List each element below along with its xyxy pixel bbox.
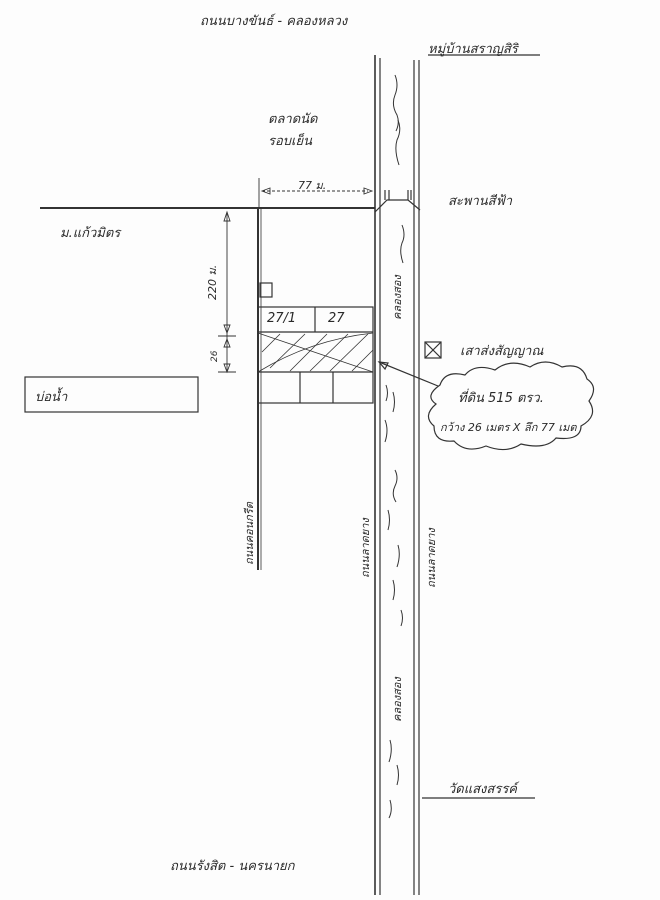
village-label: หมู่บ้านสราญสิริ [428, 42, 518, 57]
tower-label: เสาส่งสัญญาณ [460, 344, 544, 359]
asphalt-road-right-label: ถนนลาดยาง [425, 528, 438, 588]
plot-27: 27 [328, 311, 345, 326]
concrete-road-label: ถนนคอนกรีต [243, 502, 256, 565]
market-label-2: รอบเย็น [268, 134, 312, 149]
small-building-icon [259, 282, 273, 298]
soi-label: ม.แก้วมิตร [60, 226, 121, 241]
asphalt-road-left-label: ถนนลาดยาง [359, 518, 372, 578]
distance-dimension: 220 ม. [206, 264, 219, 300]
frontage-dimension: 77 ม. [298, 179, 327, 192]
canal-label-bottom: คลองสอง [391, 677, 404, 722]
width-dimension: 26 [210, 350, 220, 362]
distance-dimension-line [218, 210, 236, 374]
bottom-road-label: ถนนรังสิต - นครนายก [170, 859, 295, 874]
callout-area: ที่ดิน 515 ตรว. [458, 391, 544, 406]
top-road-label: ถนนบางขันธ์ - คลองหลวง [200, 14, 348, 29]
market-label-1: ตลาดนัด [268, 112, 318, 127]
pond-label: บ่อน้ำ [35, 390, 68, 405]
plot-block [257, 306, 374, 404]
canal [374, 55, 420, 895]
pond-box [24, 376, 199, 413]
water-waves [384, 74, 405, 819]
canal-label-top: คลองสอง [391, 275, 404, 320]
signal-tower-icon [424, 341, 442, 359]
subject-land-hatch [257, 332, 374, 373]
plot-27-1: 27/1 [267, 311, 297, 326]
temple-label: วัดแสงสรรค์ [448, 782, 517, 797]
callout-arrow [377, 361, 439, 387]
frontage-dimension-line [258, 178, 374, 208]
bridge-icon [374, 190, 421, 213]
callout-size: กว้าง 26 เมตร X ลึก 77 เมต [440, 421, 577, 434]
callout-cloud [427, 361, 595, 451]
bridge-label: สะพานสีฟ้า [448, 194, 513, 209]
